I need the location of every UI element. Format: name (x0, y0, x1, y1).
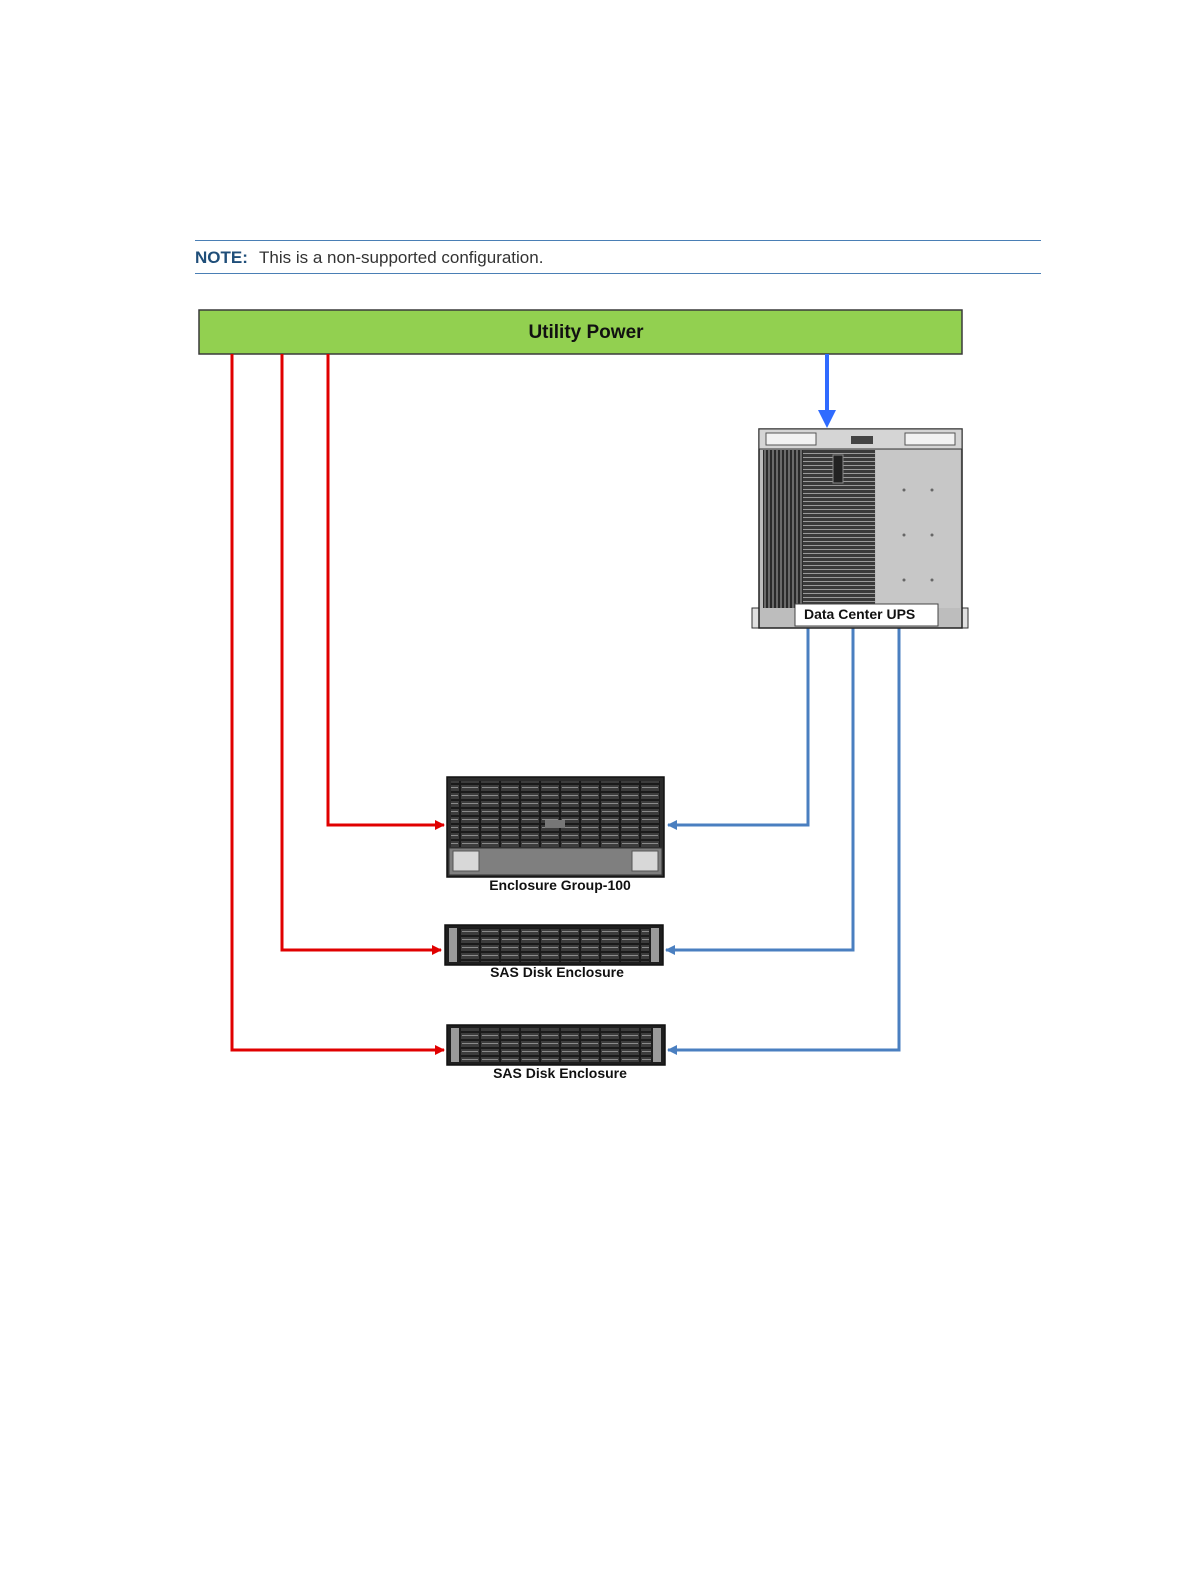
utility-lines (232, 354, 444, 1050)
ups-line-sas-1 (666, 628, 853, 950)
utility-line-sas-1 (282, 354, 441, 950)
ups-label: Data Center UPS (804, 606, 915, 622)
ups-line-sas-2 (668, 628, 899, 1050)
sas-disk-enclosure-2: SAS Disk Enclosure (447, 1025, 665, 1081)
utility-line-enclosure-group (328, 354, 444, 825)
enclosure-group-label: Enclosure Group-100 (489, 877, 631, 893)
enclosure-group-100: Enclosure Group-100 (447, 777, 664, 893)
sas-enclosure-2-label: SAS Disk Enclosure (493, 1065, 627, 1081)
ups-lines (666, 628, 899, 1050)
data-center-ups: Data Center UPS (752, 429, 968, 628)
utility-power-label: Utility Power (528, 322, 644, 343)
utility-line-sas-2 (232, 354, 444, 1050)
ups-line-enclosure-group (668, 628, 808, 825)
sas-enclosure-1-label: SAS Disk Enclosure (490, 964, 624, 980)
utility-power-box: Utility Power (199, 310, 962, 354)
sas-disk-enclosure-1: SAS Disk Enclosure (445, 925, 663, 980)
